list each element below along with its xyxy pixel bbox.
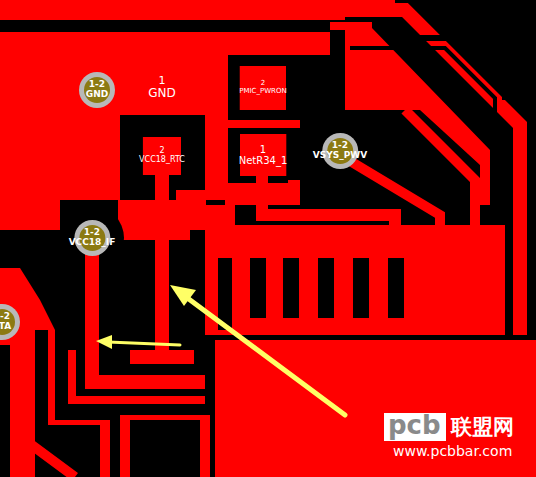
pin-number: 1-2	[332, 141, 348, 151]
smd-pad: 2PMIC_PWRON	[237, 66, 288, 110]
via: 1-2GND	[79, 72, 115, 108]
net-name: GND	[148, 87, 176, 100]
via: 1-2VCC18_IF	[67, 220, 118, 256]
watermark-logo: pcb	[388, 410, 441, 440]
net-name: VCC18_IF	[69, 238, 116, 248]
pin-number: 2	[159, 147, 164, 156]
pad-label: 1GND	[146, 73, 178, 102]
watermark-text: 联盟网	[451, 413, 514, 441]
pin-number: 1-2	[0, 312, 10, 322]
watermark-url: www.pcbbar.com	[393, 443, 512, 459]
net-name: NetR34_1	[239, 155, 288, 166]
pin-number: 1-2	[84, 228, 100, 238]
pin-number: 1	[158, 75, 165, 87]
net-name: PMIC_PWRON	[239, 88, 286, 96]
net-name: ETA	[0, 322, 11, 332]
pin-number: 2	[261, 80, 265, 88]
net-name: VCC18_RTC	[139, 156, 185, 165]
via: 1-2ETA	[0, 304, 20, 340]
net-name: GND	[86, 90, 108, 100]
pin-number: 1-2	[89, 80, 105, 90]
net-name: VSYS_PWV	[313, 151, 367, 161]
pin-number: 1	[260, 144, 266, 155]
via: 1-2VSYS_PWV	[311, 133, 369, 169]
smd-pad: 1NetR34_1	[237, 134, 290, 176]
smd-pad: 2VCC18_RTC	[137, 137, 187, 175]
